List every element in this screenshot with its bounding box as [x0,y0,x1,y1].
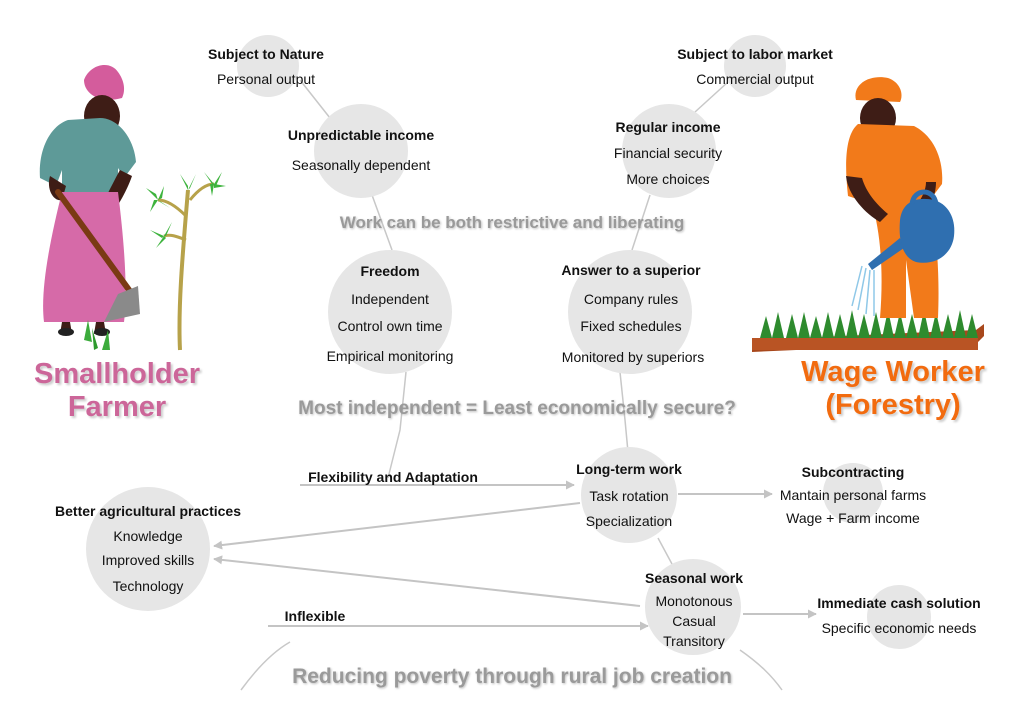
node-cash-title: Immediate cash solution [817,595,981,611]
node-freedom-item: Control own time [337,318,443,334]
node-unpredictable-item: Seasonally dependent [291,157,431,173]
node-circle-long-term [581,447,677,543]
node-practices-item: Technology [112,578,184,594]
connector-superior-longterm [619,371,629,453]
node-unpredictable-title: Unpredictable income [287,127,435,143]
node-circle-practices [86,487,210,611]
theme-secure: Most independent = Least economically se… [298,398,736,419]
worker-title-line1: Wage Worker [801,356,985,388]
connector-label-flexibility: Flexibility and Adaptation [308,469,478,485]
seedling-tray-icon [752,310,984,352]
node-seasonal-item: Transitory [663,633,725,649]
node-subcontracting-item: Mantain personal farms [779,487,927,503]
node-circle-regular [622,104,716,198]
node-labor-market-item: Commercial output [696,71,814,87]
node-practices-item: Improved skills [101,552,195,568]
node-superior-item: Monitored by superiors [561,349,705,365]
node-long-term-item: Task rotation [589,488,669,504]
worker-title: Wage Worker (Forestry) [801,356,985,422]
node-nature-item: Personal output [216,71,316,87]
worker-title-line2: (Forestry) [825,389,961,421]
connector-label-inflexible: Inflexible [284,608,346,624]
node-circle-cash [867,585,931,649]
cassava-plant-icon [146,172,226,351]
connector-unpredictable-freedom [371,194,393,251]
woman-with-hoe-icon [39,65,140,350]
farmer-title-line1: Smallholder [34,358,200,390]
node-freedom-item: Empirical monitoring [326,348,454,364]
node-subcontracting-title: Subcontracting [801,464,905,480]
node-seasonal-item: Casual [672,613,716,629]
connector-labor-regular [694,81,729,113]
node-freedom-title: Freedom [360,263,420,279]
node-cash-item: Specific economic needs [821,620,977,636]
connector-bottom-left [240,641,291,691]
node-circle-seasonal [645,559,741,655]
node-superior-item: Fixed schedules [580,318,682,334]
node-subcontracting-item: Wage + Farm income [786,510,920,526]
node-circle-unpredictable [314,104,408,198]
node-labor-market-title: Subject to labor market [677,46,833,62]
arrow-seasonal-practices [213,555,641,607]
arrow-longterm-practices [213,502,581,550]
node-long-term-title: Long-term work [576,461,682,477]
node-circle-labor-market [724,35,786,97]
node-seasonal-title: Seasonal work [644,570,744,586]
connector-bottom-right [739,649,783,691]
node-superior-item: Company rules [583,291,679,307]
node-freedom-item: Independent [351,291,429,307]
farmer-title: Smallholder Farmer [34,358,200,424]
node-long-term-item: Specialization [585,513,673,529]
node-nature-title: Subject to Nature [208,46,324,62]
node-superior-title: Answer to a superior [561,262,701,278]
connector-freedom-flexibility [387,371,407,479]
node-circle-subcontracting [823,463,883,523]
node-circle-freedom [328,250,452,374]
node-regular-item: More choices [626,171,710,187]
node-regular-item: Financial security [613,145,723,161]
theme-poverty: Reducing poverty through rural job creat… [292,665,732,688]
farmer-title-line2: Farmer [67,391,167,423]
connector-regular-superior [631,194,651,251]
connector-nature-unpredictable [299,79,331,119]
woman-with-watering-can-icon [846,77,955,318]
node-circle-nature [237,35,299,97]
node-practices-title: Better agricultural practices [55,503,241,519]
node-circle-superior [568,250,692,374]
node-regular-title: Regular income [615,119,721,135]
connector-longterm-seasonal [657,537,673,565]
node-seasonal-item: Monotonous [655,593,733,609]
node-practices-item: Knowledge [113,528,183,544]
theme-restrictive: Work can be both restrictive and liberat… [339,213,685,232]
